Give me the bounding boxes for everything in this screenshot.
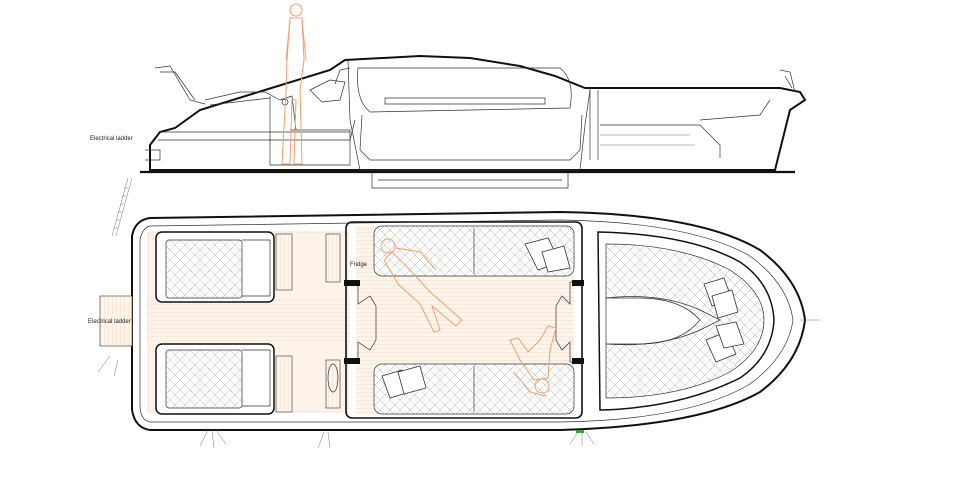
- swim-platform: [99, 295, 133, 347]
- person-standing-figure: [281, 3, 307, 165]
- person-lying-top-figure: [380, 238, 463, 333]
- plan-hull-outline: [131, 210, 807, 431]
- deck-lights: [97, 319, 820, 449]
- cabin-outline: [345, 221, 583, 419]
- bow-lounge: [597, 231, 775, 411]
- person-lying-bottom-figure: [509, 325, 557, 397]
- fridge-label: Fridge: [350, 262, 368, 268]
- side-hull: [149, 54, 807, 171]
- electrical-ladder-label-side: Electrical ladder: [90, 136, 133, 142]
- electrical-ladder-label-plan: Electrical ladder: [88, 319, 131, 325]
- plan-view: Electrical ladder Fridge: [88, 210, 820, 449]
- side-elevation-view: Electrical ladder: [90, 3, 807, 237]
